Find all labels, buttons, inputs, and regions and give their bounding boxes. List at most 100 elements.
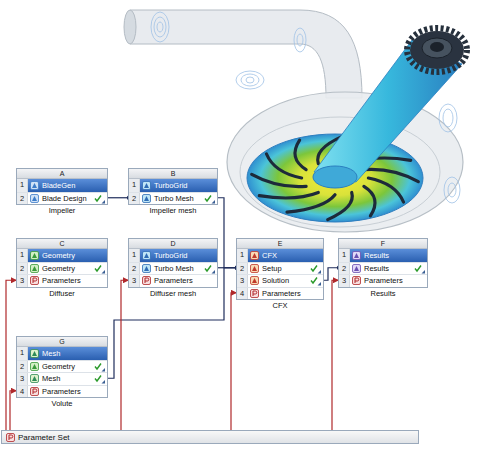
- cell-name: Results: [364, 263, 389, 274]
- component-icon: [142, 264, 151, 273]
- cell-number: 1: [237, 249, 248, 262]
- status-check: [94, 374, 106, 384]
- component-icon: [30, 362, 39, 371]
- component-icon: [30, 387, 39, 396]
- status-check: [94, 264, 106, 274]
- component-cell: 1 Mesh: [17, 347, 107, 360]
- component-cell: 1TurboGrid: [129, 179, 217, 192]
- cell-name: Parameters: [42, 386, 81, 397]
- component-cell: 1BladeGen: [17, 179, 107, 192]
- system-letter: C: [17, 239, 107, 249]
- component-icon: [30, 374, 39, 383]
- component-cell: 2Turbo Mesh: [129, 262, 217, 275]
- cell-name: Mesh: [42, 348, 60, 359]
- component-cell: 4 Parameters: [17, 385, 107, 398]
- component-icon: [250, 276, 259, 285]
- cell-name: TurboGrid: [154, 250, 187, 261]
- component-cell: 2 Geometry: [17, 262, 107, 275]
- component-cell: 1 TurboGrid: [129, 249, 217, 262]
- cell-number: 3: [129, 275, 140, 287]
- system-caption: Diffuser mesh: [117, 289, 229, 298]
- cell-name: Mesh: [42, 373, 60, 384]
- status-check: [204, 194, 216, 204]
- cell-name: TurboGrid: [154, 180, 187, 191]
- parameter-link: [121, 280, 129, 430]
- component-cell: 2 Results: [339, 262, 427, 275]
- cell-number: 1: [129, 249, 140, 262]
- component-icon: [142, 276, 151, 285]
- cell-number: 2: [129, 193, 140, 205]
- cell-name: Geometry: [42, 250, 75, 261]
- cell-number: 4: [17, 386, 28, 398]
- component-cell: 3 Mesh: [17, 372, 107, 385]
- component-icon: [352, 251, 361, 260]
- component-icon: [30, 264, 39, 273]
- status-check: [310, 276, 322, 286]
- cell-name: Setup: [262, 263, 282, 274]
- status-check: [204, 264, 216, 274]
- cell-number: 3: [339, 275, 350, 287]
- cell-number: 3: [17, 373, 28, 385]
- cell-name: Geometry: [42, 361, 75, 372]
- system-block: DDiffuser mesh1TurboGrid2Turbo Mesh3Para…: [128, 238, 218, 288]
- cell-number: 3: [237, 275, 248, 287]
- cell-number: 1: [17, 249, 28, 262]
- parameter-link: [231, 293, 237, 430]
- cell-number: 4: [237, 288, 248, 300]
- component-cell: 3 Parameters: [339, 274, 427, 287]
- cell-name: Blade Design: [42, 193, 87, 204]
- system-letter: B: [129, 169, 217, 179]
- cell-name: Parameters: [154, 275, 193, 286]
- status-check: [414, 264, 426, 274]
- inlet-pipe: [124, 10, 362, 98]
- system-letter: E: [237, 239, 323, 249]
- component-cell: 2Blade Design: [17, 192, 107, 205]
- component-cell: 3 Parameters: [17, 274, 107, 287]
- cell-name: CFX: [262, 250, 277, 261]
- cell-number: 1: [339, 249, 350, 262]
- component-cell: 4 Parameters: [237, 287, 323, 300]
- status-check: [94, 194, 106, 204]
- system-letter: G: [17, 337, 107, 347]
- system-caption: CFX: [225, 301, 335, 310]
- system-caption: Impeller: [5, 206, 119, 215]
- parameter-set-bar: Parameter Set: [1, 430, 419, 444]
- cell-number: 2: [129, 263, 140, 275]
- component-icon: [250, 251, 259, 260]
- system-letter: D: [129, 239, 217, 249]
- cell-number: 2: [237, 263, 248, 275]
- cell-name: Parameters: [42, 275, 81, 286]
- component-icon: [30, 349, 39, 358]
- cell-number: 2: [17, 263, 28, 275]
- cell-number: 1: [17, 179, 28, 192]
- cell-name: Parameters: [262, 288, 301, 299]
- system-block: BImpeller mesh1TurboGrid2Turbo Mesh: [128, 168, 218, 205]
- component-icon: [142, 181, 151, 190]
- system-letter: A: [17, 169, 107, 179]
- system-letter: F: [339, 239, 427, 249]
- system-block: GVolute1Mesh2Geometry3Mesh4Parameters: [16, 336, 108, 398]
- component-icon: [30, 251, 39, 260]
- system-caption: Impeller mesh: [117, 206, 229, 215]
- component-cell: 1 Results: [339, 249, 427, 262]
- cell-number: 1: [17, 347, 28, 360]
- system-caption: Diffuser: [5, 289, 119, 298]
- cell-number: 3: [17, 275, 28, 287]
- component-cell: 2 Geometry: [17, 360, 107, 373]
- cell-name: Turbo Mesh: [154, 193, 194, 204]
- cell-number: 2: [17, 361, 28, 373]
- component-cell: 2 Setup: [237, 262, 323, 275]
- system-block: AImpeller1BladeGen2Blade Design: [16, 168, 108, 205]
- cell-number: 2: [339, 263, 350, 275]
- component-icon: [30, 181, 39, 190]
- data-link: [217, 198, 237, 268]
- cell-name: Geometry: [42, 263, 75, 274]
- component-icon: [352, 276, 361, 285]
- cell-name: Results: [364, 250, 389, 261]
- component-icon: [352, 264, 361, 273]
- cell-name: Solution: [262, 275, 289, 286]
- system-caption: Volute: [5, 399, 119, 408]
- component-cell: 3 Solution: [237, 274, 323, 287]
- status-check: [94, 362, 106, 372]
- cell-name: Parameters: [364, 275, 403, 286]
